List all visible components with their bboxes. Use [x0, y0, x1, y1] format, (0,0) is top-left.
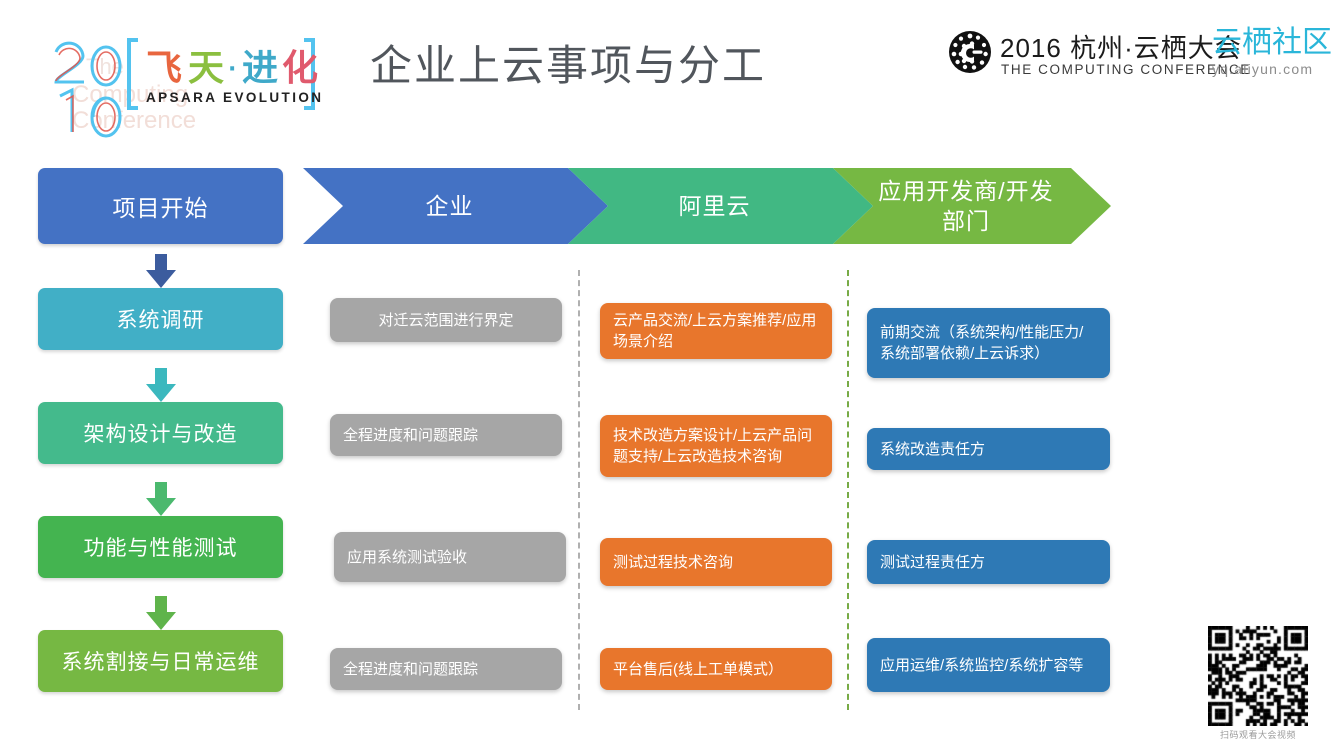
svg-text:APSARA EVOLUTION: APSARA EVOLUTION [146, 90, 323, 105]
task-card-devteam-1[interactable]: 系统改造责任方 [867, 428, 1110, 470]
task-card-label: 全程进度和问题跟踪 [343, 426, 479, 444]
conference-logo-main: 2016 杭州·云栖大会 [1000, 33, 1242, 63]
apsara-evolution-logo: The Computing Conference [42, 22, 342, 140]
task-card-enterprise-3[interactable]: 全程进度和问题跟踪 [330, 648, 562, 690]
conference-logo: 2016 杭州·云栖大会 THE COMPUTING CONFERENCE [948, 30, 1249, 85]
community-logo-main: 云栖社区 [1212, 26, 1332, 59]
community-logo-sub: yq.aliyun.com [1212, 61, 1314, 77]
banner-chevron-devteam-label: 应用开发商/开发 部门 [878, 178, 1054, 234]
task-card-label: 前期交流（系统架构/性能压力/系统部署依赖/上云诉求） [880, 324, 1084, 362]
banner-chevron-enterprise-label: 企业 [425, 193, 474, 219]
task-card-enterprise-0[interactable]: 对迁云范围进行界定 [330, 298, 562, 342]
svg-text:天: 天 [188, 48, 224, 89]
conference-logo-sub: THE COMPUTING CONFERENCE [1001, 62, 1251, 77]
task-card-enterprise-2[interactable]: 应用系统测试验收 [334, 532, 566, 582]
process-step-3[interactable]: 系统割接与日常运维 [38, 630, 283, 692]
stage-start-label: 项目开始 [112, 195, 209, 221]
svg-text:化: 化 [282, 48, 318, 89]
process-arrow-3 [146, 596, 176, 630]
task-card-label: 测试过程责任方 [880, 553, 986, 571]
column-divider-aliyun-devteam [847, 270, 849, 710]
task-card-devteam-3[interactable]: 应用运维/系统监控/系统扩容等 [867, 638, 1110, 692]
banner-chevron-enterprise[interactable]: 企业 [303, 168, 608, 244]
task-card-label: 测试过程技术咨询 [613, 553, 734, 571]
banner-chevron-aliyun[interactable]: 阿里云 [568, 168, 873, 244]
column-divider-enterprise-aliyun [578, 270, 580, 710]
process-arrow-2 [146, 482, 176, 516]
task-card-devteam-2[interactable]: 测试过程责任方 [867, 540, 1110, 584]
process-step-label: 功能与性能测试 [83, 537, 238, 560]
task-card-label: 应用运维/系统监控/系统扩容等 [880, 656, 1084, 674]
task-card-aliyun-2[interactable]: 测试过程技术咨询 [600, 538, 832, 586]
process-arrow-1 [146, 368, 176, 402]
task-card-label: 技术改造方案设计/上云产品问题支持/上云改造技术咨询 [613, 427, 813, 465]
process-arrow-0 [146, 254, 176, 288]
qr-code-caption: 扫码观看大会视频 [1219, 730, 1296, 740]
task-card-label: 平台售后(线上工单模式） [613, 660, 783, 678]
task-card-label: 云产品交流/上云方案推荐/应用场景介绍 [613, 312, 817, 350]
task-card-devteam-0[interactable]: 前期交流（系统架构/性能压力/系统部署依赖/上云诉求） [867, 308, 1110, 378]
task-card-aliyun-0[interactable]: 云产品交流/上云方案推荐/应用场景介绍 [600, 303, 832, 359]
conference-dot-globe-icon [949, 31, 991, 73]
svg-text:Conference: Conference [72, 107, 196, 134]
task-card-enterprise-1[interactable]: 全程进度和问题跟踪 [330, 414, 562, 456]
qr-code-icon [1208, 626, 1308, 726]
task-card-aliyun-1[interactable]: 技术改造方案设计/上云产品问题支持/上云改造技术咨询 [600, 415, 832, 477]
process-step-0[interactable]: 系统调研 [38, 288, 283, 350]
task-card-label: 对迁云范围进行界定 [378, 311, 514, 329]
task-card-label: 全程进度和问题跟踪 [343, 660, 479, 678]
process-step-label: 架构设计与改造 [83, 423, 238, 446]
community-logo: 云栖社区 yq.aliyun.com [1212, 26, 1332, 84]
banner-chevron-devteam[interactable]: 应用开发商/开发 部门 [833, 168, 1111, 244]
process-step-2[interactable]: 功能与性能测试 [38, 516, 283, 578]
svg-text:进: 进 [242, 48, 278, 89]
task-card-aliyun-3[interactable]: 平台售后(线上工单模式） [600, 648, 832, 690]
task-card-label: 应用系统测试验收 [347, 548, 468, 566]
banner-row: 项目开始 企业 阿里云 应用开发商/开发 部门 [0, 168, 1333, 248]
process-step-label: 系统调研 [116, 309, 205, 332]
banner-chevron-aliyun-label: 阿里云 [678, 193, 751, 219]
qr-code-block: 扫码观看大会视频 [1208, 626, 1308, 742]
process-step-1[interactable]: 架构设计与改造 [38, 402, 283, 464]
task-card-label: 系统改造责任方 [880, 440, 986, 458]
process-step-label: 系统割接与日常运维 [61, 651, 260, 674]
svg-text:·: · [228, 57, 236, 82]
stage-start-box[interactable]: 项目开始 [38, 168, 283, 244]
page-title: 企业上云事项与分工 [370, 42, 767, 89]
slide-header: The Computing Conference [0, 0, 1333, 150]
svg-text:飞: 飞 [146, 48, 182, 89]
